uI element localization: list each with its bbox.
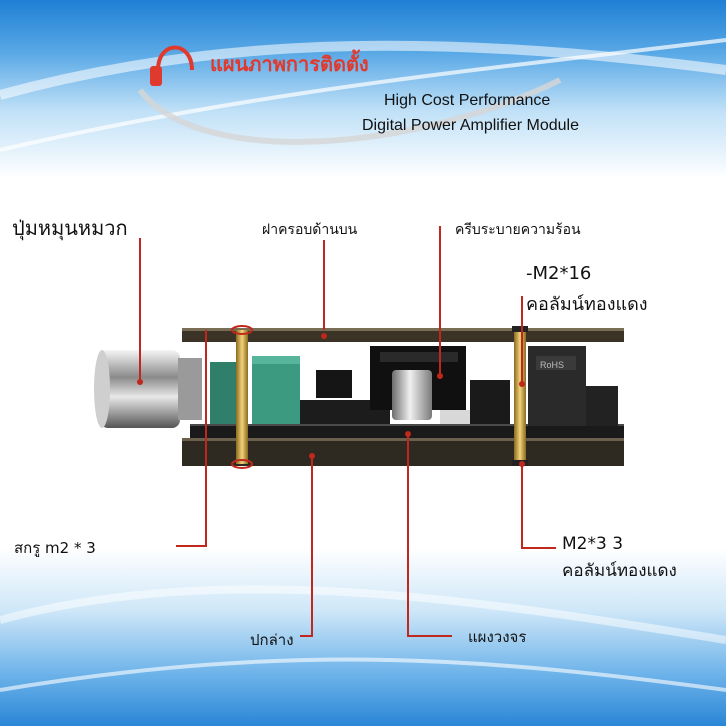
top-cover <box>182 328 624 342</box>
label-knob: ปุ่มหมุนหมวก <box>12 212 128 244</box>
volume-knob <box>94 350 202 428</box>
label-pcb: แผงวงจร <box>468 625 526 649</box>
standoff-right <box>512 326 528 466</box>
label-m2-3-copper: คอลัมน์ทองแดง <box>562 557 677 584</box>
label-heatsink: ครีบระบายความร้อน <box>455 219 581 241</box>
capacitor <box>392 370 432 420</box>
audio-jack: RoHS <box>528 346 618 426</box>
label-bottom-cover: ปกล่าง <box>250 628 294 652</box>
label-m2-16: -M2*16 <box>526 263 591 284</box>
label-top-cover: ฝาครอบด้านบน <box>262 219 357 241</box>
label-m2-3: M2*3 3 <box>562 534 623 554</box>
label-m2-16-copper: คอลัมน์ทองแดง <box>526 289 648 318</box>
potentiometer-block <box>210 356 300 424</box>
rohs-print: RoHS <box>540 360 564 370</box>
label-screw: สกรู m2 * 3 <box>14 536 96 560</box>
